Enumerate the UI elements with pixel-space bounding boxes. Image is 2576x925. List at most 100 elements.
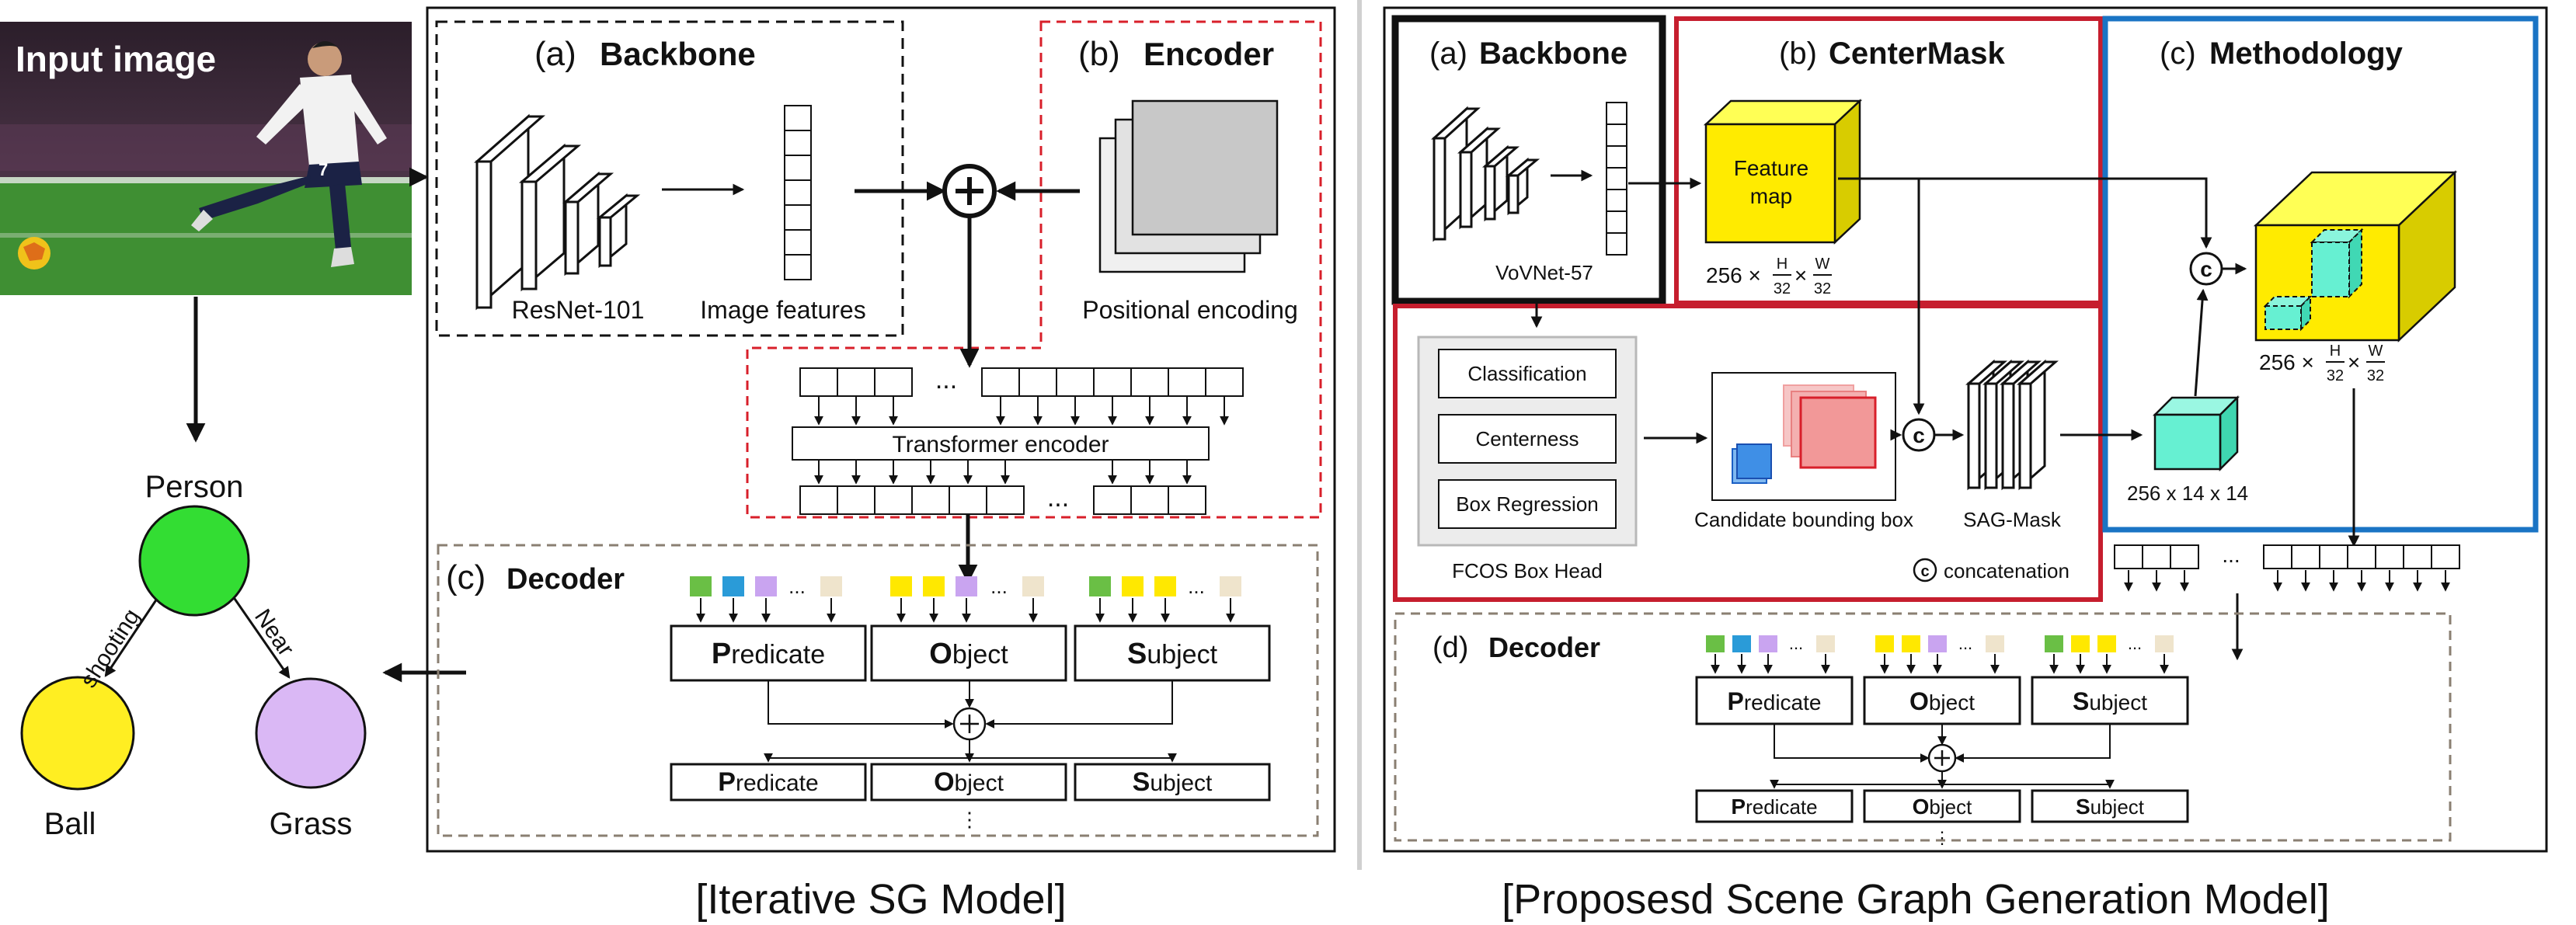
right-out-predicate-text: Predicate (1731, 795, 1817, 819)
right-head-predicate-text: Predicate (1728, 687, 1822, 715)
svg-text:×: × (1794, 263, 1807, 287)
right-out-subject (2031, 789, 2189, 823)
centermask-tag: (b) (1779, 37, 1817, 71)
right-query-arrows (1711, 654, 2169, 674)
encoder-input-arrows (814, 396, 1229, 426)
left-head-subject-text: Subject (1127, 638, 1218, 670)
right-query-tokens-subject (2045, 635, 2174, 652)
left-query-tokens-subject (1089, 576, 1241, 596)
right-backbone-title: Backbone (1479, 37, 1627, 71)
left-backbone-title: Backbone (600, 36, 756, 72)
encoder-input-ellipsis: ... (935, 365, 957, 395)
right-flatten-tokens (2114, 544, 2460, 569)
fcos-centerness (1438, 414, 1617, 464)
svg-text:×: × (2348, 350, 2360, 374)
encoder-input-tokens (799, 367, 1244, 397)
left-decoder-tag: (c) (446, 558, 486, 596)
left-out-subject-text: Subject (1133, 767, 1213, 797)
left-encoder-tag: (b) (1078, 35, 1120, 73)
feature-map-cube (1703, 99, 1863, 245)
fused-feature-cube (2253, 170, 2458, 343)
right-out-predicate (1695, 789, 1854, 823)
input-image-label: Input image (16, 39, 216, 79)
svg-text:W: W (1815, 256, 1830, 273)
teal-to-concat-arrow (2194, 288, 2209, 397)
sag-mask-label: SAG-Mask (1963, 508, 2062, 531)
right-head-object (1863, 676, 2021, 725)
scene-graph: Person Ball Grass shooting Near (20, 470, 367, 841)
svg-text:32: 32 (2327, 367, 2344, 384)
left-query-arrows (696, 598, 1235, 623)
svg-text:32: 32 (1774, 280, 1791, 297)
fcos-classification (1438, 349, 1617, 398)
right-query-tokens-object (1875, 635, 2004, 652)
svg-text:c: c (1920, 563, 1929, 580)
svg-text:H: H (1777, 256, 1788, 273)
svg-text:W: W (2369, 343, 2383, 360)
edge-near (231, 596, 291, 679)
methodology-concat-operator: c (2189, 252, 2223, 286)
right-feature-vector (1606, 102, 1627, 256)
positional-encoding-stack (1098, 99, 1279, 273)
fcos-box-regression-label: Box Regression (1456, 492, 1599, 516)
left-out-object-text: Object (934, 767, 1004, 797)
sag-mask-layers (1965, 359, 2059, 491)
player-figure: 7 (191, 41, 387, 267)
left-head-predicate-text: Predicate (712, 638, 825, 670)
right-decoder-title: Decoder (1488, 631, 1600, 663)
iterative-sg-panel (426, 6, 1336, 853)
left-out-subject (1074, 763, 1271, 802)
left-query-ellipsis-3: ... (1188, 575, 1205, 598)
image-features-label: Image features (700, 296, 865, 324)
left-merge-subject (985, 680, 1173, 729)
transformer-encoder-label: Transformer encoder (893, 432, 1109, 457)
methodology-title: Methodology (2209, 37, 2404, 71)
fcos-box-regression (1438, 479, 1617, 529)
node-grass (255, 677, 367, 789)
svg-text:32: 32 (1814, 280, 1831, 297)
right-backbone-tag: (a) (1429, 37, 1467, 71)
positional-encoding-label: Positional encoding (1082, 296, 1298, 324)
right-decoder-tag: (d) (1432, 631, 1468, 664)
fused-cube-dims: 256 × H 32 × W 32 (2259, 343, 2385, 384)
feature-map-dims: 256 × H 32 × W 32 (1706, 256, 1832, 297)
node-ball (20, 676, 135, 791)
right-tokens-ellipsis: ... (2222, 543, 2240, 567)
left-out-predicate (670, 763, 867, 802)
encoder-output-arrows (814, 460, 1192, 485)
left-head-object-text: Object (929, 638, 1008, 670)
svg-text:32: 32 (2367, 367, 2384, 384)
encoder-output-ellipsis: ... (1047, 483, 1069, 513)
feature-map-label-1: Feature (1734, 156, 1809, 180)
right-query-ellipsis-2: ... (1958, 634, 1972, 653)
concat-legend: c concatenation (1913, 558, 2070, 582)
left-backbone-tag: (a) (534, 35, 576, 73)
node-grass-label: Grass (270, 807, 353, 841)
right-out-subject-text: Subject (2076, 795, 2145, 819)
left-decoder-title: Decoder (506, 563, 625, 596)
vovnet-layers (1431, 106, 1540, 242)
left-query-tokens-predicate (690, 576, 842, 596)
transformer-encoder-block (792, 426, 1210, 461)
edge-shooting (104, 596, 160, 677)
left-caption: [Iterative SG Model] (695, 876, 1066, 923)
candidate-label: Candidate bounding box (1694, 508, 1913, 531)
svg-text:H: H (2330, 343, 2341, 360)
featuremap-to-methodology-arrow (1838, 177, 2212, 249)
left-add-operator (942, 164, 997, 218)
methodology-box (2102, 16, 2539, 533)
centermask-title: CenterMask (1829, 37, 2006, 71)
node-person-label: Person (145, 470, 244, 504)
roi-cube-dims: 256 x 14 x 14 (2127, 482, 2248, 505)
svg-text:concatenation: concatenation (1944, 559, 2070, 582)
resnet-layers (474, 113, 641, 311)
right-decoder-vdots: ⋮ (1934, 828, 1951, 847)
svg-text:c: c (2200, 257, 2212, 281)
left-decoder-vdots: ⋮ (959, 808, 980, 831)
svg-text:c: c (1913, 423, 1925, 447)
vovnet-label: VoVNet-57 (1495, 261, 1593, 284)
right-query-ellipsis-3: ... (2128, 634, 2142, 653)
left-out-predicate-text: Predicate (718, 767, 818, 797)
resnet-label: ResNet-101 (512, 296, 645, 324)
